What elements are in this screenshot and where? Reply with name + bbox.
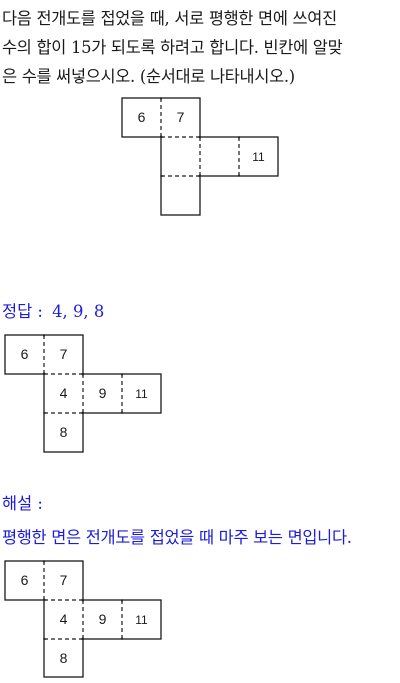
answer-line: 정답 : 4, 9, 8 xyxy=(2,298,104,322)
answer-label: 정답 : xyxy=(2,302,43,321)
net-face-bottom xyxy=(160,175,201,216)
net-label-middle-right: 11 xyxy=(135,387,148,401)
net-label-middle-left: 4 xyxy=(60,611,68,627)
net-face-middle-center xyxy=(199,136,240,177)
question-line-2: 수의 합이 15가 되도록 하려고 합니다. 빈칸에 알맞 xyxy=(2,38,343,57)
question-line-1: 다음 전개도를 접었을 때, 서로 평행한 면에 쓰여진 xyxy=(2,9,337,28)
explanation-text: 평행한 면은 전개도를 접었을 때 마주 보는 면입니다. xyxy=(2,528,352,547)
answer-cube-net: 6 7 4 9 11 8 xyxy=(4,334,162,453)
explanation-label: 해설 : xyxy=(2,494,43,513)
net-label-middle-center: 9 xyxy=(99,611,107,627)
net-label-top-left: 6 xyxy=(138,109,146,125)
question-text: 다음 전개도를 접었을 때, 서로 평행한 면에 쓰여진 수의 합이 15가 되… xyxy=(2,4,398,91)
explanation-cube-net: 6 7 4 9 11 8 xyxy=(4,560,162,678)
net-label-top-right: 7 xyxy=(60,572,68,588)
question-cube-net: 6 7 11 xyxy=(121,97,279,216)
net-label-top-right: 7 xyxy=(60,346,68,362)
net-label-top-left: 6 xyxy=(21,572,29,588)
net-label-middle-right: 11 xyxy=(135,613,148,627)
net-label-middle-center: 9 xyxy=(99,385,107,401)
net-face-middle-left xyxy=(160,136,201,177)
net-label-middle-left: 4 xyxy=(60,385,68,401)
net-label-top-right: 7 xyxy=(177,109,185,125)
answer-value: 4, 9, 8 xyxy=(52,302,105,321)
net-label-top-left: 6 xyxy=(21,346,29,362)
net-label-bottom: 8 xyxy=(60,424,68,440)
question-line-3: 은 수를 써넣으시오. (순서대로 나타내시오.) xyxy=(2,67,295,86)
net-label-bottom: 8 xyxy=(60,650,68,666)
net-label-middle-right: 11 xyxy=(252,150,265,164)
